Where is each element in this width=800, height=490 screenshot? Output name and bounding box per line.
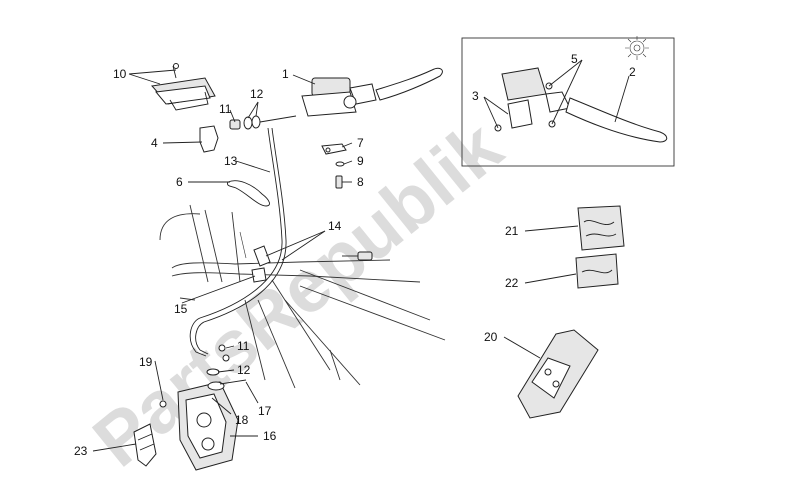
dust-cap-part: [199, 125, 219, 153]
callout-19: 19: [139, 355, 153, 369]
callout-3: 3: [472, 89, 479, 103]
brake-hose-part: [189, 127, 287, 357]
callout-2: 2: [629, 65, 636, 79]
hose-clip-part: [227, 180, 270, 207]
callout-9: 9: [357, 154, 364, 168]
gear-icon: [625, 36, 649, 60]
callout-17: 17: [258, 404, 272, 418]
callout-16: 16: [263, 429, 277, 443]
callout-12-upper: 12: [250, 87, 264, 101]
callout-20: 20: [484, 330, 498, 344]
pad-spring-part: [133, 423, 157, 467]
callout-8: 8: [357, 175, 364, 189]
callout-4: 4: [151, 136, 158, 150]
pad-set-part: [517, 329, 599, 419]
callout-6: 6: [176, 175, 183, 189]
master-cylinder-part: [301, 67, 443, 117]
brake-pad-part-22: [575, 253, 619, 289]
watermark: PartsRepublik: [78, 104, 518, 482]
callout-12-lower: 12: [237, 363, 251, 377]
callout-labels: 10 1 11 12 4 13 6 7 9 8 14 15 11 12 19 1…: [74, 52, 636, 458]
hose-guide-part: [251, 245, 373, 283]
callout-1: 1: [282, 67, 289, 81]
callout-13: 13: [224, 154, 238, 168]
hose-bracket-part: [321, 143, 347, 189]
callout-21: 21: [505, 224, 519, 238]
brake-caliper-part: [159, 344, 247, 471]
callout-11-upper: 11: [219, 102, 232, 116]
callout-14: 14: [328, 219, 342, 233]
callout-23: 23: [74, 444, 88, 458]
callout-5: 5: [571, 52, 578, 66]
callout-15: 15: [174, 302, 188, 316]
frame-outline: [159, 204, 446, 389]
callout-10: 10: [113, 67, 127, 81]
banjo-bolt-upper: [229, 115, 297, 130]
callout-7: 7: [357, 136, 364, 150]
callout-18: 18: [235, 413, 249, 427]
callout-22: 22: [505, 276, 519, 290]
brake-pad-part-21: [577, 205, 625, 251]
callout-11-lower: 11: [237, 339, 250, 353]
alt-master-cylinder-inset: [461, 36, 675, 167]
watermark-text: PartsRepublik: [78, 104, 518, 482]
reservoir-cover-part: [151, 63, 216, 111]
leader-lines: [92, 59, 630, 452]
